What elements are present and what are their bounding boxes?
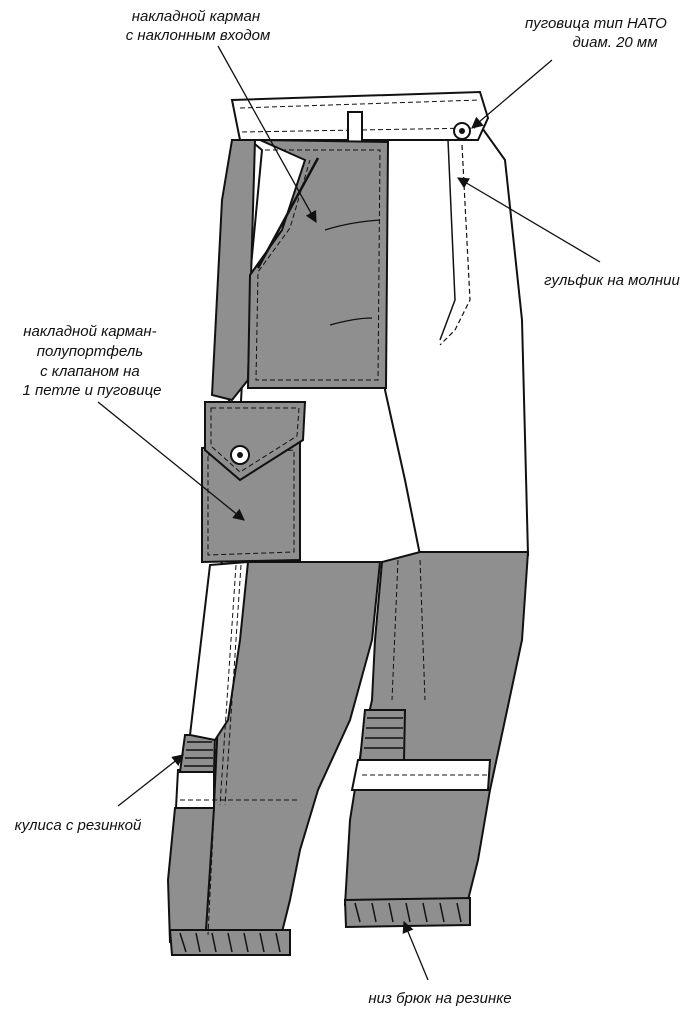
label-hem-elastic: низ брюк на резинке — [368, 990, 511, 1007]
arrow-patch-pocket — [217, 45, 317, 224]
label-nato-button: пуговица тип НАТО диам. 20 мм — [525, 15, 671, 51]
label-fly-zipper: гульфик на молнии — [544, 272, 680, 289]
callout-labels: накладной карман с наклонным входом пуго… — [15, 8, 681, 1007]
right-drawstring-gathers — [364, 717, 403, 749]
front-pocket-panel — [246, 139, 390, 389]
arrow-cargo-pocket — [97, 401, 245, 521]
callout-arrows — [97, 45, 601, 981]
right-hem-gathers — [354, 902, 462, 923]
left-drawstring-gathers — [184, 741, 213, 767]
cargo-flap-stitching — [210, 407, 300, 473]
waistband — [230, 90, 490, 161]
front-patch-pocket — [246, 139, 390, 389]
arrow-drawstring — [117, 754, 184, 807]
left-leg — [166, 138, 382, 956]
front-pocket-entry — [256, 157, 320, 269]
arrow-hem-elastic — [402, 920, 429, 981]
left-outer-lower-panel — [166, 807, 216, 947]
front-pocket-stitching — [255, 149, 381, 381]
fly-zipper-stitching — [439, 144, 471, 346]
arrow-nato-button — [471, 59, 553, 129]
left-leg-stitching — [180, 564, 300, 936]
cargo-button-icon — [230, 445, 250, 465]
label-cargo-pocket: накладной карман- полупортфель с клапано… — [23, 323, 162, 399]
right-leg — [343, 116, 530, 929]
arrow-fly-zipper — [456, 177, 601, 263]
front-pocket-fold-line — [324, 219, 381, 326]
right-upper-front-panel — [384, 116, 530, 556]
label-patch-pocket: накладной карман с наклонным входом — [126, 8, 271, 44]
label-drawstring-elastic: кулиса с резинкой — [15, 817, 142, 834]
left-knee-white-band — [174, 769, 215, 809]
fly-seam — [439, 139, 456, 341]
left-hem-gathers — [179, 932, 281, 953]
cargo-pocket — [201, 401, 307, 564]
waist-button-icon — [453, 122, 471, 140]
cargo-pocket-flap — [204, 401, 307, 482]
